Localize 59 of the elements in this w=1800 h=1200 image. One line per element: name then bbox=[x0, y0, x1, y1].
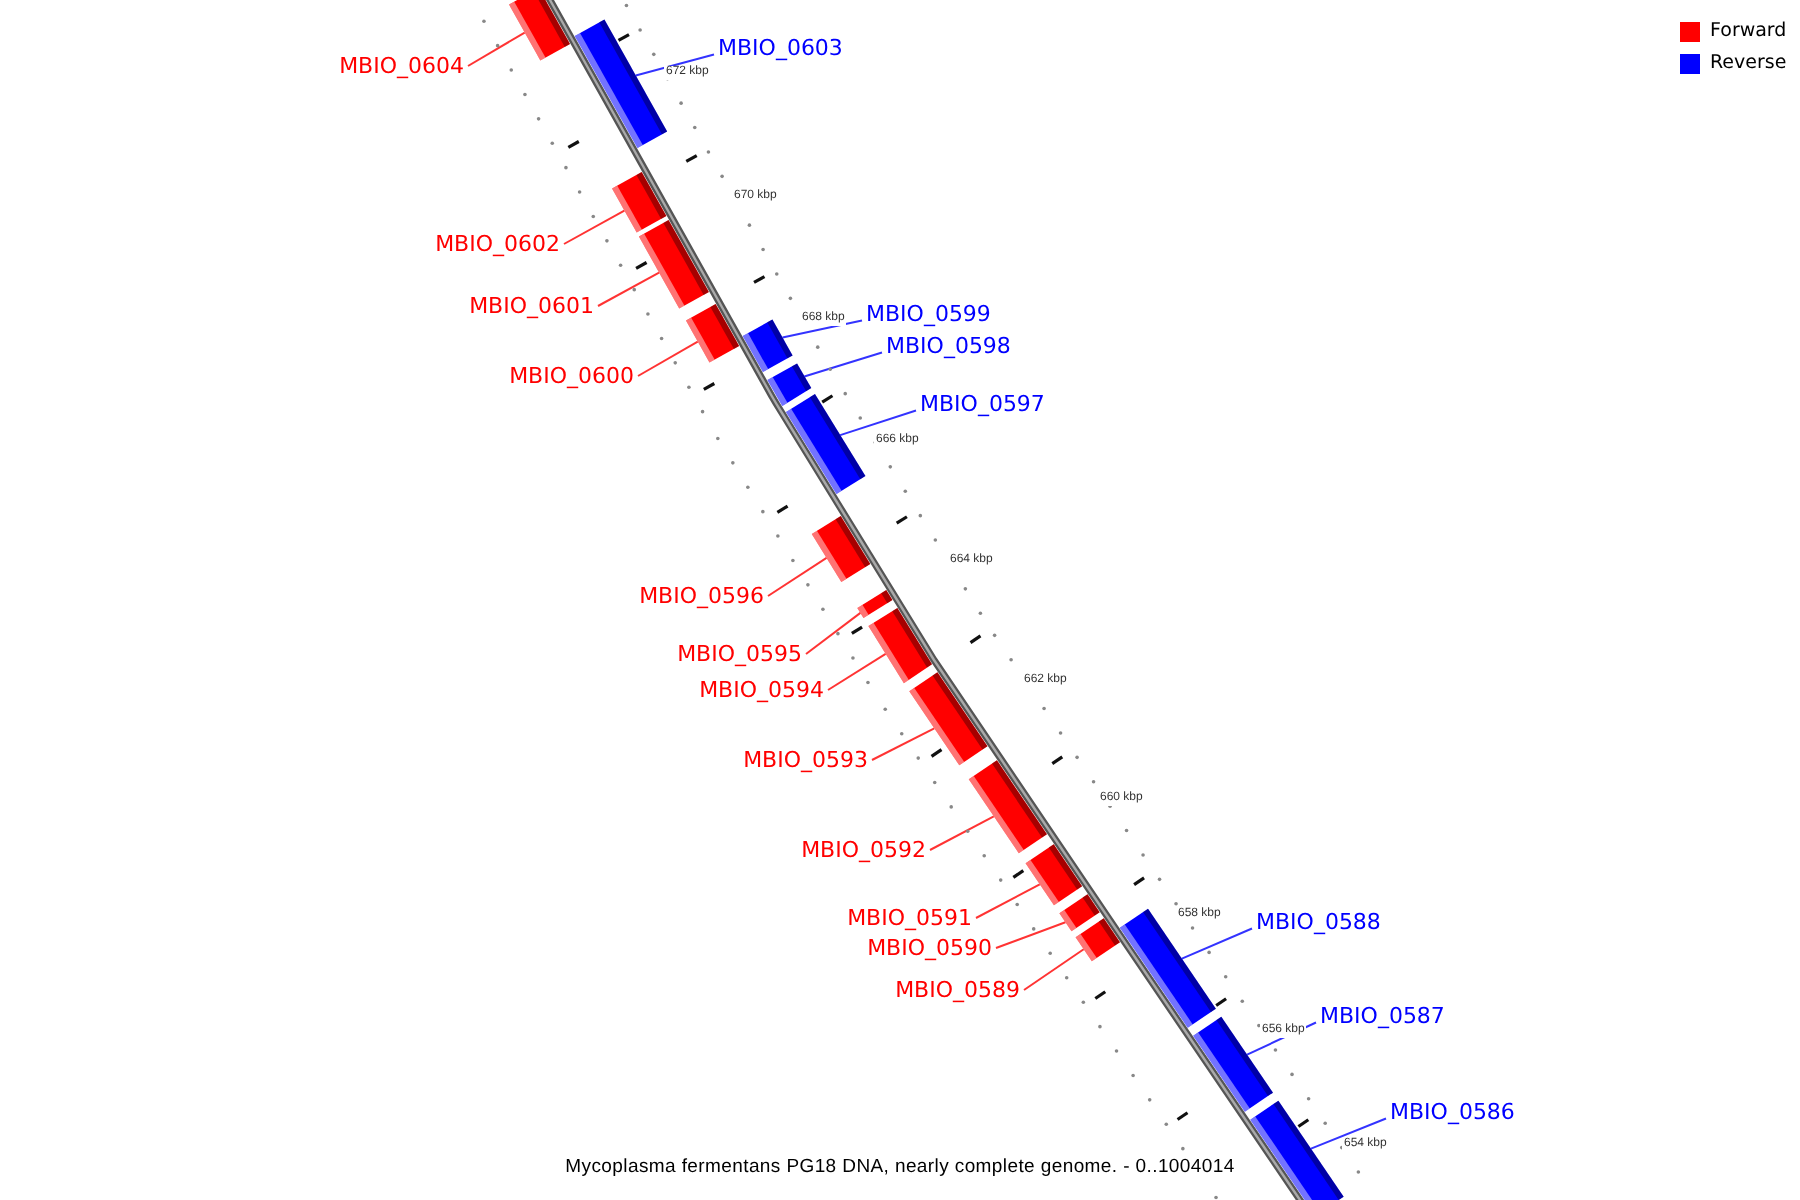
gene-label: MBIO_0594 bbox=[699, 677, 824, 703]
leader-line bbox=[597, 271, 661, 307]
leader-line bbox=[467, 31, 526, 67]
gene-label: MBIO_0586 bbox=[1390, 1099, 1515, 1125]
legend-label: Reverse bbox=[1710, 52, 1787, 76]
gene-label: MBIO_0595 bbox=[677, 641, 802, 667]
gene-arrow-block bbox=[685, 303, 740, 363]
gene-label: MBIO_0593 bbox=[743, 747, 868, 773]
leader-line bbox=[803, 351, 883, 378]
leader-line bbox=[781, 319, 863, 339]
gene-arrow-block bbox=[638, 219, 709, 309]
gene-label: MBIO_0592 bbox=[801, 837, 926, 863]
gene-arrow-block bbox=[509, 0, 571, 61]
gene-arrow-block bbox=[786, 394, 866, 494]
gene-label: MBIO_0591 bbox=[847, 905, 972, 931]
leader-line bbox=[1023, 948, 1085, 991]
leader-line bbox=[839, 409, 917, 437]
gene-label: MBIO_0600 bbox=[509, 363, 634, 389]
gene-arrow-block bbox=[868, 608, 933, 684]
leader-line bbox=[1310, 1117, 1387, 1150]
gene-label: MBIO_0603 bbox=[718, 35, 843, 61]
gene-arrow-block bbox=[1250, 1100, 1344, 1200]
gene-label: MBIO_0604 bbox=[339, 53, 464, 79]
gene-arrow-block bbox=[909, 672, 988, 766]
gene-arrow-block bbox=[1059, 894, 1100, 932]
gene-label: MBIO_0588 bbox=[1256, 909, 1381, 935]
leader-line bbox=[975, 883, 1041, 919]
gene-label: MBIO_0602 bbox=[435, 231, 560, 257]
caption: Mycoplasma fermentans PG18 DNA, nearly complete genome. - 0..1004014 bbox=[561, 1156, 1239, 1178]
gene-label: MBIO_0589 bbox=[895, 977, 1020, 1003]
gene-label: MBIO_0598 bbox=[886, 333, 1011, 359]
leader-line bbox=[827, 652, 887, 691]
gene-label: MBIO_0601 bbox=[469, 293, 594, 319]
leader-line bbox=[1246, 1021, 1317, 1056]
gene-label: MBIO_0596 bbox=[639, 583, 764, 609]
leader-line bbox=[634, 53, 715, 77]
gene-arrow-block bbox=[857, 590, 893, 618]
gene-arrow-block bbox=[1025, 844, 1083, 906]
gene-label: MBIO_0599 bbox=[866, 301, 991, 327]
gene-label: MBIO_0597 bbox=[920, 391, 1045, 417]
gene-label: MBIO_0587 bbox=[1320, 1003, 1445, 1029]
leader-line bbox=[767, 556, 828, 597]
gene-arrow-block bbox=[612, 171, 667, 233]
leader-line bbox=[995, 921, 1067, 949]
gene-arrow-block bbox=[1075, 918, 1120, 962]
leader-line bbox=[1180, 927, 1253, 960]
gene-arrow-block bbox=[742, 319, 793, 373]
leader-line bbox=[637, 340, 699, 377]
gene-arrow-block bbox=[574, 19, 668, 149]
gene-label: MBIO_0590 bbox=[867, 935, 992, 961]
gene-arrow-block bbox=[1119, 908, 1216, 1028]
leader-line bbox=[805, 611, 862, 655]
gene-arrow-block bbox=[811, 516, 871, 582]
leader-line bbox=[871, 727, 936, 761]
gene-arrow-block bbox=[968, 760, 1047, 854]
gene-arrow-block bbox=[767, 363, 812, 406]
leader-line bbox=[563, 209, 626, 245]
leader-line bbox=[929, 815, 995, 851]
legend-label: Forward bbox=[1710, 20, 1787, 44]
